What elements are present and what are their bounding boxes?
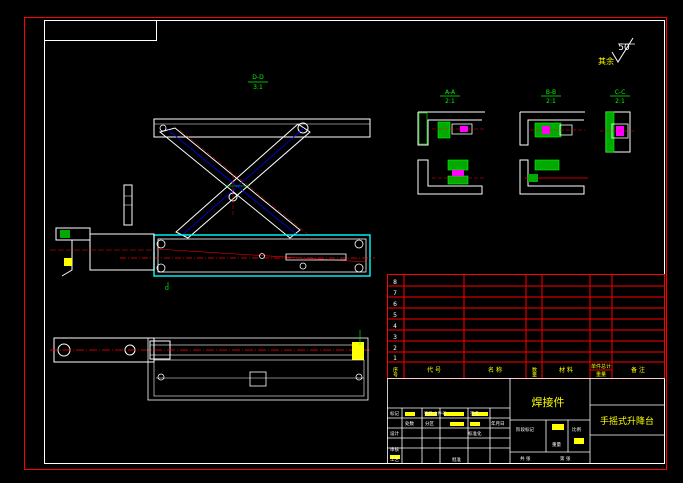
- label-standard: 标准化: [468, 430, 482, 437]
- svg-text:C-C: C-C: [615, 89, 626, 96]
- label-sheets: 共 张: [520, 455, 531, 462]
- parts-row-4: 4: [393, 323, 397, 330]
- label-process: 工艺: [390, 457, 399, 463]
- label-mark: 标记: [390, 410, 399, 417]
- plan-view: [50, 330, 372, 401]
- section-aa-top: [417, 111, 485, 146]
- section-bb-bottom: [519, 159, 588, 195]
- bb-view-label: B-B 2:1: [541, 89, 561, 105]
- roughness-value: 50: [618, 43, 630, 53]
- section-aa-bottom: [417, 159, 485, 195]
- parts-row-3: 3: [393, 334, 397, 341]
- header-weight: 重量: [596, 371, 606, 378]
- header-seq: 序号: [392, 366, 398, 378]
- svg-text:2:1: 2:1: [546, 98, 556, 105]
- parts-list-header: 序号 代 号 名 称 数量 材 料 单件总计 重量 备 注: [392, 363, 645, 378]
- section-cc: [600, 111, 636, 153]
- label-review: 审核: [390, 446, 399, 453]
- title-block-labels: 标记 处数 分区 更改文件号 签名 年月日 设计 标准化 审核 工艺 批准 阶段…: [390, 410, 581, 463]
- outer-border: [24, 17, 667, 470]
- cc-view-label: C-C 2:1: [610, 89, 630, 105]
- svg-text:B-B: B-B: [546, 89, 556, 96]
- header-name: 名 称: [488, 366, 502, 374]
- front-view-platform: [153, 118, 371, 138]
- label-sheet: 第 张: [560, 455, 571, 462]
- product-name: 手摇式升降台: [600, 415, 654, 427]
- parts-list: [387, 274, 665, 379]
- label-scale: 比例: [572, 426, 581, 433]
- svg-text:3:1: 3:1: [253, 84, 263, 91]
- scissor-arms: [158, 123, 311, 239]
- parts-row-1: 1: [393, 355, 397, 362]
- title-block: [387, 378, 665, 464]
- section-bb-top: [519, 111, 585, 146]
- parts-row-8: 8: [393, 279, 397, 286]
- aa-view-label: A-A 2:1: [440, 89, 460, 105]
- label-change-no: 更改文件号: [424, 410, 447, 417]
- label-weight: 重量: [552, 441, 561, 448]
- label-zone: 分区: [425, 420, 434, 427]
- header-code: 代 号: [427, 366, 441, 374]
- header-qty: 数量: [531, 366, 537, 378]
- svg-text:2:1: 2:1: [445, 98, 455, 105]
- section-c-mark: C: [165, 286, 169, 292]
- label-stage-mark: 阶段标记: [516, 426, 534, 433]
- header-weight-single: 单件总计: [591, 363, 611, 370]
- header-remark: 备 注: [631, 366, 645, 374]
- svg-text:A-A: A-A: [445, 89, 456, 96]
- svg-text:D-D: D-D: [252, 74, 264, 81]
- parts-row-5: 5: [393, 312, 397, 319]
- svg-text:2:1: 2:1: [615, 98, 625, 105]
- roughness-symbol: 50 其余: [598, 37, 635, 66]
- front-view-base: C: [120, 234, 375, 292]
- roughness-label: 其余: [598, 56, 614, 66]
- label-design: 设计: [390, 430, 399, 437]
- parts-row-6: 6: [393, 301, 397, 308]
- title-block-fills: [390, 412, 584, 459]
- inner-border: [44, 20, 665, 464]
- dd-view-label: D-D 3:1: [248, 74, 268, 91]
- label-count: 处数: [405, 420, 414, 427]
- corner-code-box: [44, 20, 157, 41]
- label-date: 年月日: [491, 420, 505, 427]
- parts-row-7: 7: [393, 290, 397, 297]
- parts-row-2: 2: [393, 345, 397, 352]
- header-material: 材 料: [559, 366, 573, 374]
- label-sign: 签名: [470, 410, 479, 417]
- label-approve: 批准: [452, 456, 461, 463]
- parts-list-row-numbers: 8 7 6 5 4 3 2 1: [393, 279, 397, 362]
- crank-handle: [50, 184, 156, 277]
- drawing-type: 焊接件: [532, 395, 565, 409]
